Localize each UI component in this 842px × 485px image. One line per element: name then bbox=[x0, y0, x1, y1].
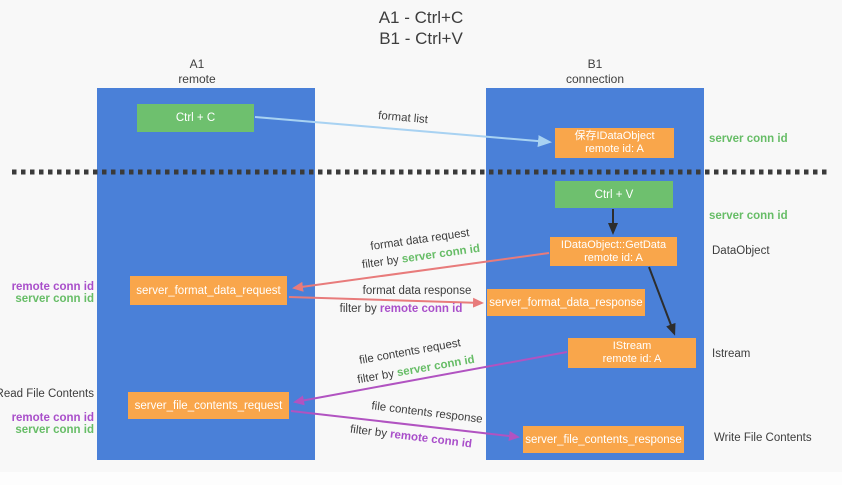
read-file-contents-label: Read File Contents bbox=[0, 388, 94, 400]
server-conn-id-label-left-top: server conn id bbox=[15, 293, 94, 305]
left-column-role: remote bbox=[178, 72, 216, 86]
ctrl-v-node: Ctrl + V bbox=[555, 181, 673, 208]
title-line-ctrl-v: B1 - Ctrl+V bbox=[379, 29, 463, 48]
server-file-contents-response-label: server_file_contents_response bbox=[525, 433, 682, 446]
format-list-arrow bbox=[254, 116, 552, 148]
write-file-contents-label: Write File Contents bbox=[714, 432, 812, 444]
server-file-contents-request-label: server_file_contents_request bbox=[134, 399, 283, 412]
save-dataobject-remote-id: remote id: A bbox=[585, 143, 644, 155]
getdata-title: IDataObject::GetData bbox=[560, 238, 667, 251]
server-file-contents-response-node: server_file_contents_response bbox=[523, 426, 684, 453]
istream-node: IStream remote id: A bbox=[568, 338, 696, 368]
dataobject-label: DataObject bbox=[712, 245, 770, 257]
getdata-to-istream-arrow bbox=[648, 266, 676, 336]
server-conn-id-label-left-bottom: server conn id bbox=[15, 424, 94, 436]
remote-conn-id-label-left-bottom: remote conn id bbox=[11, 412, 94, 424]
ctrl-c-label: Ctrl + C bbox=[175, 112, 216, 124]
right-column-id: B1 bbox=[587, 57, 603, 71]
istream-side-label: Istream bbox=[712, 348, 751, 360]
file-contents-request-arrow bbox=[293, 351, 568, 406]
format-data-response-label: format data response bbox=[362, 285, 472, 297]
format-data-response-filter-label: filter by remote conn id bbox=[340, 303, 463, 315]
ctrl-c-node: Ctrl + C bbox=[137, 104, 254, 132]
istream-remote-id: remote id: A bbox=[602, 353, 662, 365]
title-line-ctrl-c: A1 - Ctrl+C bbox=[378, 8, 464, 27]
remote-conn-id-label-left-top: remote conn id bbox=[11, 281, 94, 293]
getdata-remote-id: remote id: A bbox=[584, 251, 643, 264]
save-dataobject-node: 保存IDataObject remote id: A bbox=[555, 128, 674, 158]
file-contents-response-arrow bbox=[290, 410, 520, 441]
getdata-node: IDataObject::GetData remote id: A bbox=[550, 237, 677, 266]
save-dataobject-title: 保存IDataObject bbox=[574, 130, 655, 142]
server-format-data-response-node: server_format_data_response bbox=[487, 289, 645, 316]
server-format-data-request-node: server_format_data_request bbox=[130, 276, 287, 305]
bottom-band bbox=[0, 472, 842, 485]
left-column-id: A1 bbox=[189, 57, 205, 71]
format-data-response-arrow bbox=[288, 296, 484, 308]
server-format-data-response-label: server_format_data_response bbox=[489, 296, 643, 309]
ctrl-v-label: Ctrl + V bbox=[594, 188, 634, 201]
server-format-data-request-label: server_format_data_request bbox=[136, 284, 281, 297]
istream-title: IStream bbox=[612, 340, 652, 352]
left-column-header: A1 remote bbox=[88, 57, 306, 87]
format-data-request-arrow bbox=[292, 252, 550, 292]
filter-by-text: filter by bbox=[339, 303, 380, 315]
remote-conn-id-inline: remote conn id bbox=[379, 303, 463, 315]
server-conn-id-label-top-right: server conn id bbox=[709, 133, 788, 145]
server-conn-id-label-mid-right: server conn id bbox=[709, 210, 788, 222]
diagram-title: A1 - Ctrl+C B1 - Ctrl+V bbox=[0, 7, 842, 49]
right-column-role: connection bbox=[565, 72, 625, 86]
server-file-contents-request-node: server_file_contents_request bbox=[128, 392, 289, 419]
right-column-header: B1 connection bbox=[486, 57, 704, 87]
